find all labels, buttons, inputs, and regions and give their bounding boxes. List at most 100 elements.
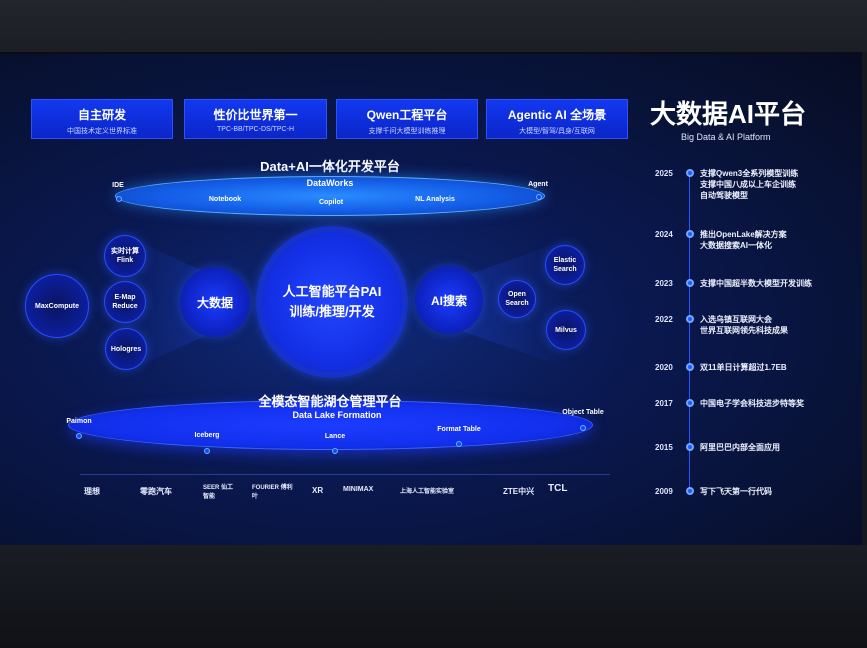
wall — [0, 0, 867, 52]
milvus-circle: Milvus — [546, 310, 586, 350]
timeline-year: 2024 — [655, 230, 673, 239]
box-title: 自主研发 — [77, 108, 126, 122]
elasticsearch-label: Elastic Search — [553, 257, 577, 273]
timeline-text: 写下飞天第一行代码 — [700, 486, 772, 497]
timeline-text: 双11单日计算超过1.7EB — [700, 362, 787, 373]
timeline-line — [689, 174, 690, 494]
logo-minimax: MINIMAX — [343, 486, 374, 493]
timeline-text: 入选乌镇互联网大会世界互联网领先科技成果 — [700, 314, 788, 336]
text-line: 大数据搜索AI一体化 — [700, 241, 772, 250]
logo-tcl: TCL — [548, 483, 568, 494]
dataworks-label: DataWorks — [306, 178, 354, 188]
timeline-year: 2015 — [655, 443, 673, 452]
timeline-dot — [686, 230, 694, 238]
divider — [80, 474, 610, 475]
logo-seer: SEER 仙工智能 — [203, 485, 234, 500]
timeline-text: 中国电子学会科技进步特等奖 — [700, 398, 804, 409]
timeline-year: 2023 — [655, 279, 673, 288]
lake-name: Data Lake Formation — [292, 410, 382, 420]
side-subtitle: Big Data & AI Platform — [681, 132, 771, 142]
box-title: Agentic AI 全场景 — [507, 108, 607, 122]
flink-label: 实时计算 Flink — [111, 248, 139, 264]
timeline-dot — [686, 279, 694, 287]
timeline-year: 2025 — [655, 169, 673, 178]
node-dot — [580, 425, 586, 431]
timeline-text: 阿里巴巴内部全面应用 — [700, 442, 780, 453]
timeline-dot — [686, 363, 694, 371]
timeline-dot — [686, 169, 694, 177]
logo-shanghai-ai-lab: 上海人工智能实验室 — [400, 489, 455, 495]
text-line: 写下飞天第一行代码 — [700, 487, 772, 496]
logo-xr: XR — [312, 486, 324, 495]
dev-platform-title: Data+AI一体化开发平台 — [260, 159, 400, 174]
text-line: 自动驾驶模型 — [700, 191, 748, 200]
milvus-label: Milvus — [555, 326, 577, 334]
feature-box-independent-rd: 自主研发中国技术定义世界标准 — [31, 99, 173, 139]
feature-box-price-performance: 性价比世界第一 TPC-BB/TPC-DS/TPC-H — [184, 99, 327, 139]
node-dot — [456, 441, 462, 447]
timeline-year: 2022 — [655, 315, 673, 324]
maxcompute-circle: MaxCompute — [25, 274, 89, 338]
box-sub: TPC-BB/TPC-DS/TPC-H — [217, 126, 294, 133]
item-notebook: Notebook — [208, 196, 242, 203]
logo-leapmotor: 零跑汽车 — [140, 487, 172, 496]
node-dot — [116, 196, 122, 202]
ai-search-label: AI搜索 — [430, 293, 467, 308]
feature-box-agentic-ai: Agentic AI 全场景大模型/智驾/具身/互联网 — [486, 99, 628, 139]
box-sub: 大模型/智驾/具身/互联网 — [519, 128, 595, 135]
timeline-year: 2017 — [655, 399, 673, 408]
maxcompute-label: MaxCompute — [35, 302, 79, 310]
box-sub: 中国技术定义世界标准 — [67, 128, 137, 135]
timeline-year: 2020 — [655, 363, 673, 372]
logo-fourier: FOURIER 傅利叶 — [252, 485, 293, 500]
hologres-circle: Hologres — [105, 328, 147, 370]
text-line: 阿里巴巴内部全面应用 — [700, 443, 780, 452]
hologres-label: Hologres — [110, 345, 142, 353]
elasticsearch-circle: Elastic Search — [545, 245, 585, 285]
item-nl-analysis: NL Analysis — [415, 196, 455, 203]
text-line: 支撑中国超半数大模型开发训练 — [700, 279, 812, 288]
item-format-table: Format Table — [437, 426, 481, 433]
logo-lixiang: 理想 — [84, 487, 100, 496]
text-line: 双11单日计算超过1.7EB — [700, 363, 787, 372]
item-copilot: Copilot — [318, 199, 344, 206]
item-lance: Lance — [324, 433, 346, 440]
text-line: 中国电子学会科技进步特等奖 — [700, 399, 804, 408]
timeline-dot — [686, 399, 694, 407]
feature-box-qwen: Qwen工程平台支撑千问大模型训练推理 — [336, 99, 478, 139]
ai-search-circle: AI搜索 — [415, 266, 483, 334]
timeline-dot — [686, 443, 694, 451]
box-title: 性价比世界第一 — [213, 108, 298, 122]
logo-zte: ZTE中兴 — [503, 487, 535, 496]
flink-circle: 实时计算 Flink — [104, 235, 146, 277]
box-title: Qwen工程平台 — [366, 108, 448, 122]
timeline-dot — [686, 315, 694, 323]
display-screen: 自主研发中国技术定义世界标准 性价比世界第一 TPC-BB/TPC-DS/TPC-… — [0, 52, 862, 545]
timeline-dot — [686, 487, 694, 495]
opensearch-label: Open Search — [505, 291, 529, 307]
pai-title: 人工智能平台PAI — [282, 284, 382, 299]
timeline-year: 2009 — [655, 487, 673, 496]
timeline-text: 支撑Qwen3全系列模型训练支撑中国八成以上车企训练自动驾驶模型 — [700, 168, 798, 201]
box-sub: 支撑千问大模型训练推理 — [368, 128, 446, 135]
node-dot — [76, 433, 82, 439]
text-line: 支撑Qwen3全系列模型训练 — [700, 169, 799, 178]
emr-circle: E-Map Reduce — [104, 281, 146, 323]
timeline-text: 支撑中国超半数大模型开发训练 — [700, 278, 812, 289]
item-paimon: Paimon — [66, 418, 92, 425]
item-agent: Agent — [528, 181, 548, 188]
bigdata-circle: 大数据 — [180, 267, 250, 337]
timeline-text: 推出OpenLake解决方案大数据搜索AI一体化 — [700, 229, 787, 251]
dataworks-ellipse — [115, 176, 545, 216]
node-dot — [204, 448, 210, 454]
node-dot — [536, 194, 542, 200]
floor — [0, 545, 867, 648]
lake-title: 全模态智能湖仓管理平台 — [258, 394, 402, 409]
emr-label: E-Map Reduce — [112, 294, 138, 310]
bigdata-label: 大数据 — [196, 295, 233, 310]
text-line: 推出OpenLake解决方案 — [700, 230, 787, 239]
item-object-table: Object Table — [562, 409, 604, 416]
item-iceberg: Iceberg — [194, 432, 220, 439]
opensearch-circle: Open Search — [498, 280, 536, 318]
